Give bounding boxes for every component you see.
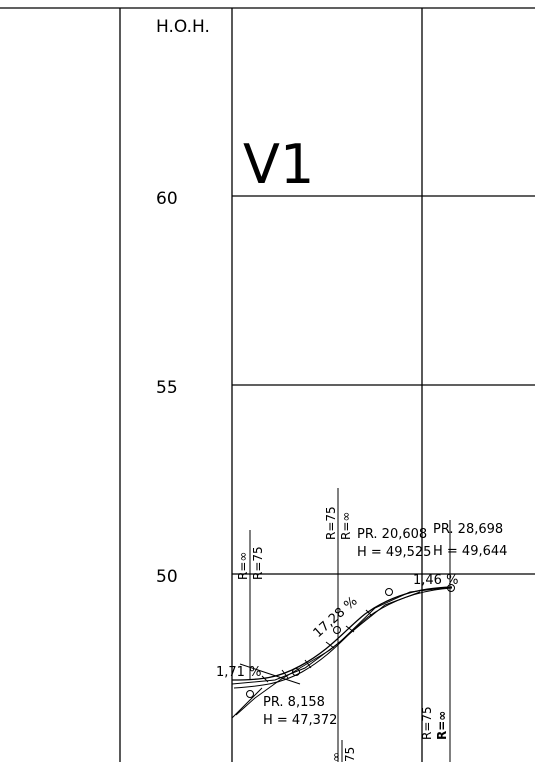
radius-label: R=75 [251, 546, 265, 580]
profile-curve [231, 586, 453, 681]
station-label: PR. 20,608 [357, 527, 427, 542]
profile-grid [0, 7, 535, 762]
grade-label: 1,71 % [216, 665, 261, 680]
grade-label: 1,46 % [413, 573, 458, 588]
radius-label: R=∞ [339, 512, 353, 540]
point-marker [385, 588, 393, 596]
profile-curve-2 [233, 587, 453, 689]
height-label: H = 49,525 [357, 545, 431, 560]
radius-label: R=∞ [435, 711, 449, 740]
station-label: PR. 8,158 [263, 695, 325, 710]
height-label: H = 49,644 [433, 544, 507, 559]
point-marker [292, 668, 300, 676]
radius-label: ∞ [329, 752, 343, 762]
radius-label: R=75 [420, 706, 434, 740]
point-marker [447, 584, 455, 592]
radius-label: R=75 [324, 506, 338, 540]
elevation-header: H.O.H. [156, 17, 210, 37]
radius-label: 75 [343, 747, 357, 762]
station-label: PR. 28,698 [433, 522, 503, 537]
profile-lines [231, 586, 453, 719]
grade-label: 17,28 % [311, 594, 361, 641]
profile-title: V1 [243, 133, 314, 196]
elevation-label-60: 60 [156, 189, 178, 209]
elevation-label-55: 55 [156, 378, 178, 398]
height-label: H = 47,372 [263, 713, 337, 728]
point-marker [246, 690, 254, 698]
tangent-extension-2 [239, 663, 301, 685]
curve-markers [249, 488, 451, 762]
hatch-ticks [261, 609, 373, 683]
radius-label: R=∞ [236, 552, 250, 580]
profile-points [246, 584, 455, 698]
tangent-extension [231, 687, 263, 719]
elevation-label-50: 50 [156, 567, 178, 587]
point-marker [333, 626, 341, 634]
